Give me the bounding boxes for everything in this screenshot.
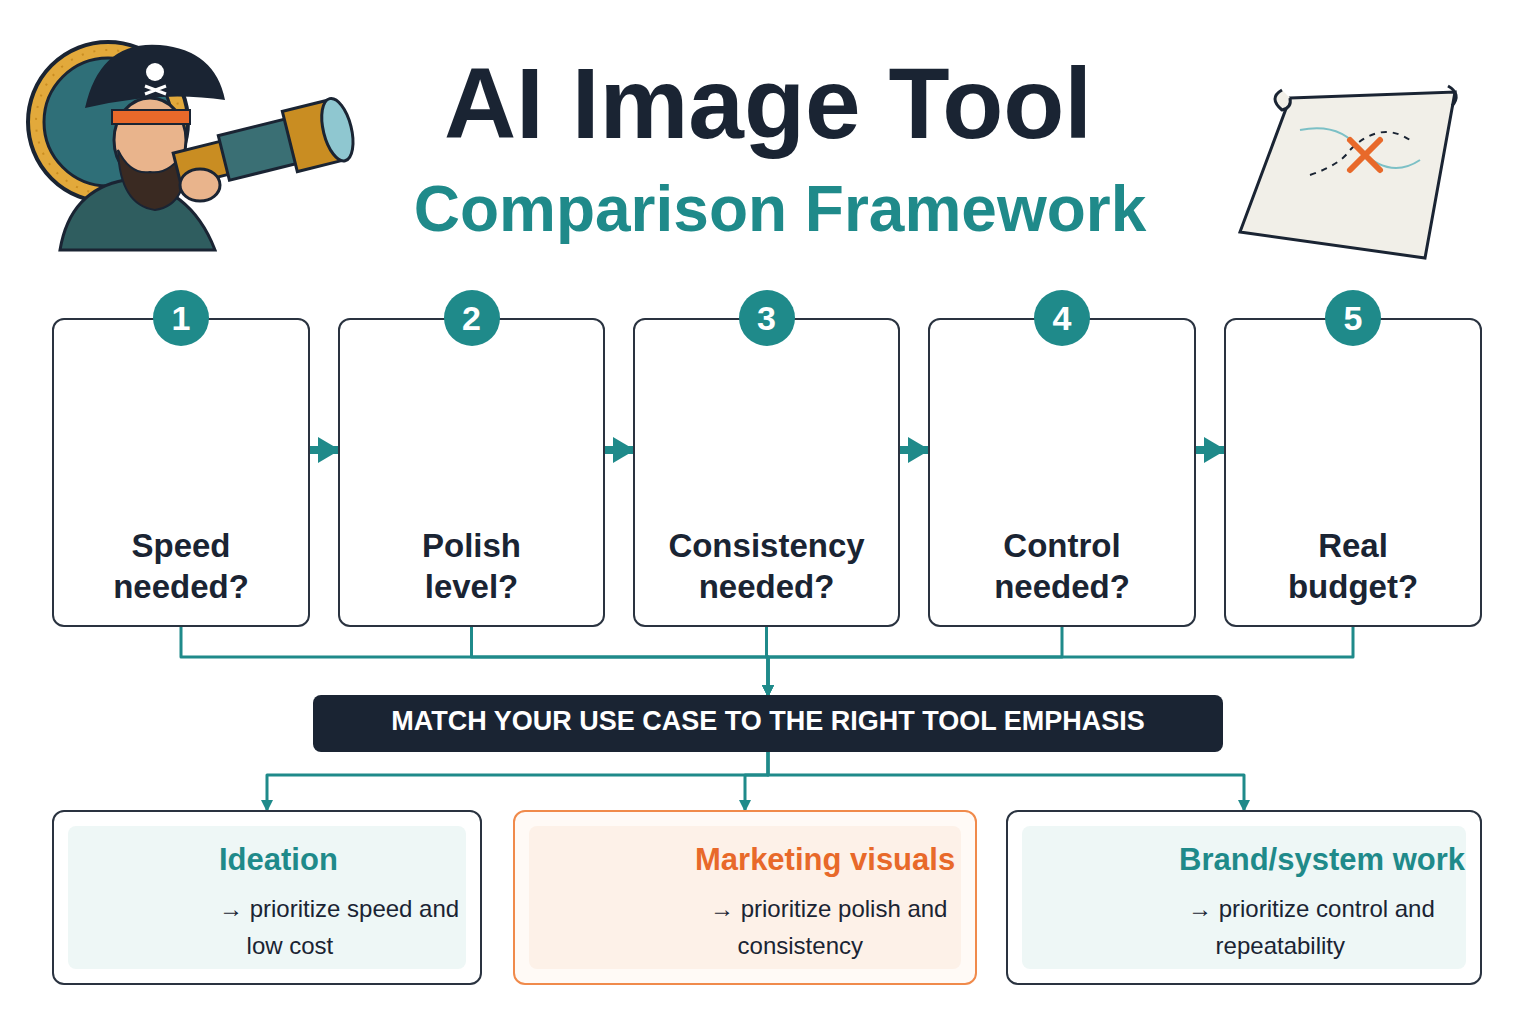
- use-case-body: → prioritize polish and consistency: [710, 890, 983, 964]
- use-case-heading: Brand/system work: [1179, 842, 1465, 878]
- use-case-heading: Ideation: [219, 842, 338, 878]
- use-case-body: → prioritize control and repeatability: [1188, 890, 1488, 964]
- merge-connector: [745, 752, 768, 810]
- callout-number: 5: [1325, 290, 1381, 346]
- criterion-box: 1Speed needed?: [52, 318, 310, 627]
- criterion-label: Speed needed?: [96, 525, 266, 607]
- criterion-box: 3Consistency needed?: [633, 318, 900, 627]
- summary-banner: MATCH YOUR USE CASE TO THE RIGHT TOOL EM…: [313, 695, 1223, 752]
- callout-number: 1: [153, 290, 209, 346]
- criterion-box: 5Real budget?: [1224, 318, 1482, 627]
- criterion-box: 4Control needed?: [928, 318, 1196, 627]
- merge-connector: [768, 627, 1353, 695]
- criterion-box: 2Polish level?: [338, 318, 605, 627]
- callout-number: 2: [444, 290, 500, 346]
- use-case-heading: Marketing visuals: [695, 842, 955, 878]
- criterion-label: Polish level?: [397, 525, 547, 607]
- callout-number: 4: [1034, 290, 1090, 346]
- title: AI Image Tool: [0, 48, 1536, 158]
- merge-connector: [267, 752, 768, 810]
- use-case-box: Marketing visuals→ prioritize polish and…: [513, 810, 977, 985]
- callout-number: 3: [739, 290, 795, 346]
- flow-arrow: [900, 446, 928, 454]
- use-case-box: Brand/system work→ prioritize control an…: [1006, 810, 1482, 985]
- flow-arrow: [1196, 446, 1224, 454]
- treasure-map: [1240, 86, 1456, 258]
- use-case-body: → prioritize speed and low cost: [219, 890, 488, 964]
- merge-connector: [472, 627, 769, 695]
- banner-text: MATCH YOUR USE CASE TO THE RIGHT TOOL EM…: [313, 706, 1223, 737]
- merge-connector: [768, 627, 1062, 695]
- criterion-label: Control needed?: [972, 525, 1152, 607]
- flow-arrow: [310, 446, 338, 454]
- merge-connector: [768, 752, 1244, 810]
- merge-connector: [181, 627, 768, 695]
- flow-arrow: [605, 446, 633, 454]
- pirate-illustration: [28, 42, 359, 250]
- use-case-box: Ideation→ prioritize speed and low cost: [52, 810, 482, 985]
- subtitle: Comparison Framework: [0, 172, 1536, 246]
- criterion-label: Consistency needed?: [661, 525, 873, 607]
- criterion-label: Real budget?: [1278, 525, 1428, 607]
